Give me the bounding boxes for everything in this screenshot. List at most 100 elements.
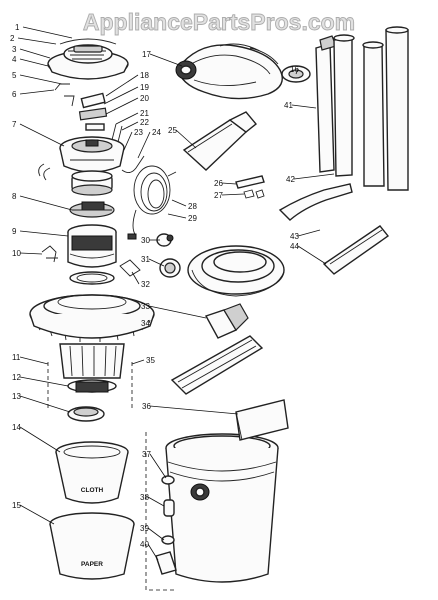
part-label-30: 30 [141,236,150,245]
part-label-21: 21 [140,109,149,118]
part-label-38: 38 [140,493,149,502]
leader-line-16 [295,68,299,75]
leader-line-39 [147,527,165,541]
part-label-26: 26 [214,179,223,188]
leader-line-11 [19,356,49,365]
part-label-29: 29 [188,214,197,223]
leader-line-42 [293,173,335,180]
part-label-22: 22 [140,118,149,127]
part-label-28: 28 [188,202,197,211]
leader-line-40 [147,543,159,561]
leader-line-13 [19,395,71,413]
leader-line-3 [19,48,51,59]
leader-line-32 [131,271,140,285]
part-label-19: 19 [140,83,149,92]
part-label-17: 17 [142,50,151,59]
part-label-25: 25 [168,126,177,135]
hose-connectors [156,233,181,278]
part-label-4: 4 [12,55,17,64]
power-cord-assembly [111,123,177,240]
part-label-7: 7 [12,120,17,129]
hose-coil-17 [175,43,311,100]
leader-line-37 [149,453,167,479]
leader-line-33 [148,305,207,319]
leader-line-25 [175,129,197,149]
leader-line-34 [148,319,151,324]
part-label-8: 8 [12,192,17,201]
seal-ring [69,259,141,285]
float-screen [67,406,105,422]
part-label-44: 44 [290,242,299,251]
part-label-35: 35 [146,356,155,365]
cloth-filter-bag: CLOTH [55,441,129,504]
leader-line-5 [19,74,63,85]
part-label-41: 41 [284,101,293,110]
floor-nozzle [170,303,264,395]
leader-line-15 [19,504,55,525]
leader-line-14 [19,426,61,453]
filter-bracket-18-20 [54,83,108,131]
part-label-24: 24 [152,128,161,137]
part-label-9: 9 [12,227,17,236]
leader-line-20 [105,97,139,115]
part-label-43: 43 [290,232,299,241]
part-label-40: 40 [140,540,149,549]
fan-assembly [67,201,117,268]
part-label-1: 1 [15,23,20,32]
leader-line-28 [171,199,187,207]
leader-line-6 [19,89,55,95]
leader-line-17 [149,53,183,67]
watermark-text: AppliancePartsPros.com [83,9,355,35]
leader-line-27 [221,193,245,196]
part-label-14: 14 [12,423,21,432]
part-label-15: 15 [12,501,21,510]
part-label-31: 31 [141,255,150,264]
part-label-39: 39 [140,524,149,533]
top-cover [47,38,129,80]
part-label-32: 32 [141,280,150,289]
drain-parts [145,432,177,591]
leader-line-44 [297,245,327,265]
leader-line-18 [105,74,139,97]
part-label-23: 23 [134,128,143,137]
part-label-33: 33 [141,302,150,311]
part-label-42: 42 [286,175,295,184]
filter-cage [59,343,125,393]
leader-line-43 [297,229,321,237]
leader-line-35 [131,359,145,365]
leader-line-29 [167,213,187,219]
leader-line-36 [149,405,239,415]
main-hose-coil [187,183,390,297]
tank [165,399,289,583]
leader-line-31 [148,258,165,267]
part-label-18: 18 [140,71,149,80]
part-label-34: 34 [141,319,150,328]
leader-line-7 [19,123,65,147]
paper-filter-bag: PAPER [49,512,135,580]
part-label-2: 2 [10,34,15,43]
upholstery-nozzle [182,111,257,171]
part-label-36: 36 [142,402,151,411]
leader-line-8 [19,195,73,211]
leader-line-24 [137,131,151,159]
part-label-27: 27 [214,191,223,200]
part-label-6: 6 [12,90,17,99]
leader-line-38 [147,496,165,507]
leader-line-41 [291,104,317,109]
leader-line-19 [103,86,139,105]
cloth-bag-label: CLOTH [81,487,104,494]
leader-line-2 [17,37,57,45]
part-label-20: 20 [140,94,149,103]
leader-line-9 [19,230,69,237]
leader-line-10 [19,252,43,255]
motor-body [71,170,113,196]
part-label-11: 11 [12,353,21,362]
leader-line-12 [19,376,69,387]
part-label-10: 10 [12,249,21,258]
part-label-16: 16 [290,65,299,74]
part-label-37: 37 [142,450,151,459]
part-label-5: 5 [12,71,17,80]
